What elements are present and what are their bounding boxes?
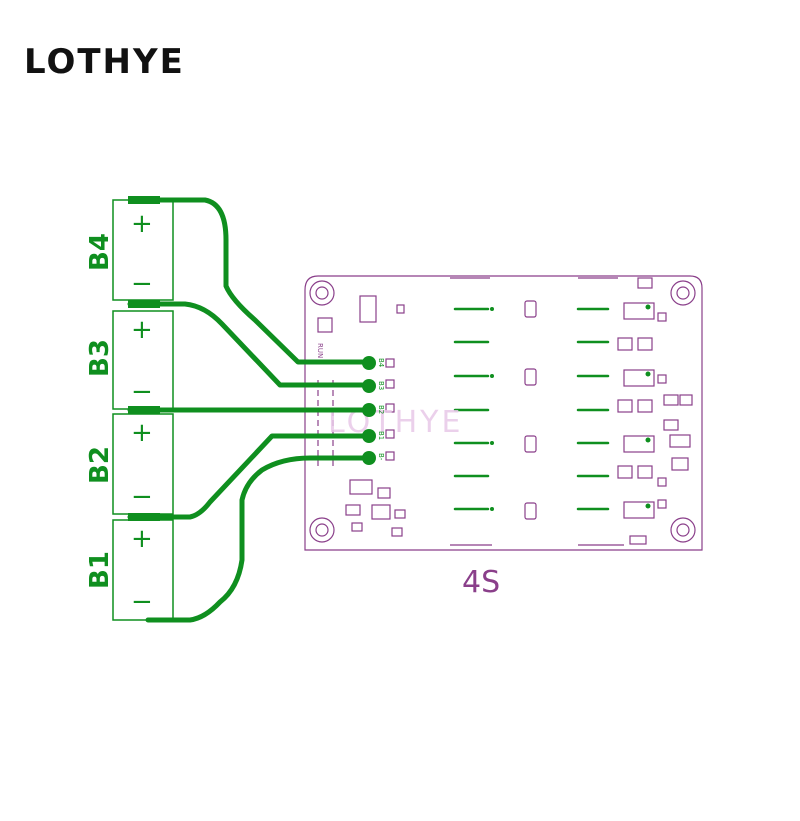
battery-b1: + − B1 — [85, 519, 174, 621]
wire-b4 — [129, 197, 371, 365]
battery-b4-label: B4 — [85, 233, 115, 271]
battery-b2-plus: + — [131, 418, 153, 448]
battery-b2: + − B2 — [85, 413, 174, 515]
battery-b1-label: B1 — [85, 551, 115, 589]
pin-labels: B4 B3 B2 B1 B- — [377, 358, 385, 461]
battery-b3-plus: + — [131, 315, 153, 345]
terminal-pads — [128, 196, 160, 521]
pin-label-b3: B3 — [377, 381, 385, 390]
wires — [127, 197, 371, 623]
fet-lines-right — [576, 307, 610, 511]
wire-b3 — [127, 301, 371, 388]
pin-label-bminus: B- — [377, 453, 385, 461]
battery-b4-minus: − — [131, 269, 153, 299]
battery-b3-label: B3 — [85, 339, 115, 377]
brand-logo: LOTHYE — [24, 42, 185, 82]
battery-b1-plus: + — [131, 524, 153, 554]
battery-b4-plus: + — [131, 209, 153, 239]
pin-b2 — [362, 403, 376, 417]
pin-label-b2: B2 — [377, 405, 385, 414]
pin-bminus — [362, 451, 376, 465]
config-label: 4S — [462, 565, 500, 600]
fet-lines-left — [453, 307, 490, 511]
pin-b4 — [362, 356, 376, 370]
battery-b2-minus: − — [131, 482, 153, 512]
wire-bminus — [145, 455, 371, 623]
pin-b1 — [362, 429, 376, 443]
solder-dots — [490, 304, 651, 511]
run-label: RUN — [316, 343, 324, 358]
battery-b3-minus: − — [131, 377, 153, 407]
wire-b1 — [127, 433, 371, 520]
battery-b3: + − B3 — [85, 310, 174, 410]
pcb-board — [304, 275, 703, 551]
pin-label-b1: B1 — [377, 431, 385, 440]
battery-b1-minus: − — [131, 587, 153, 617]
pin-label-b4: B4 — [377, 358, 385, 368]
balance-pins — [362, 356, 376, 465]
pin-b3 — [362, 379, 376, 393]
battery-b4: + − B4 — [85, 199, 174, 301]
battery-b2-label: B2 — [85, 446, 115, 484]
